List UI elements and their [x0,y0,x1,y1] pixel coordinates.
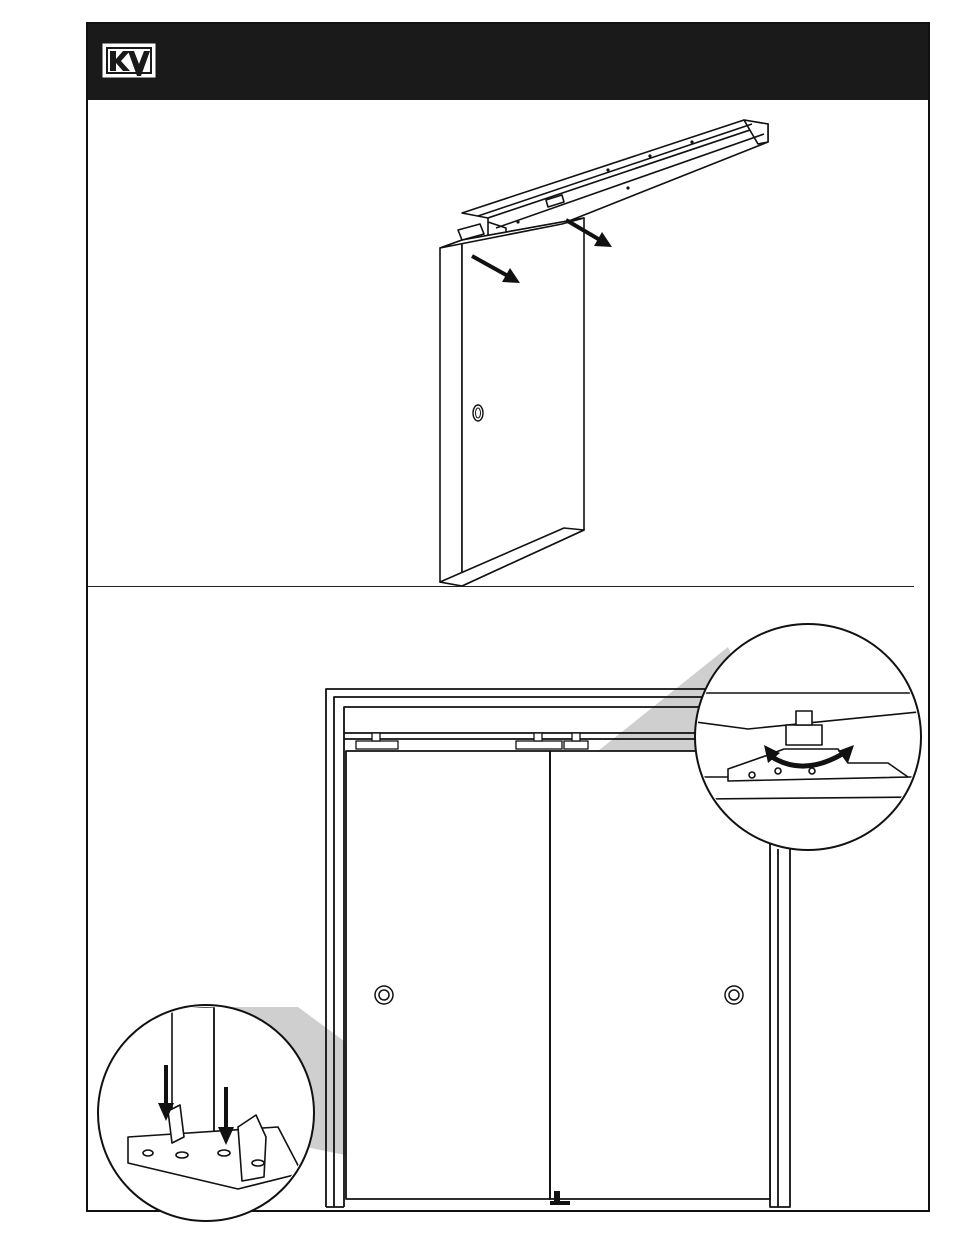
figure-door-with-track [88,100,928,586]
kv-logo: KV [102,43,156,81]
figure-bypass-doors [88,587,928,1210]
floor-guide-detail [98,1005,314,1221]
instruction-sheet: KV [86,22,930,1212]
kv-logo-icon [102,43,156,81]
bypass-doors-in-frame-icon [88,587,928,1210]
header-bar: KV [88,24,928,100]
door-with-track-icon [88,100,928,586]
